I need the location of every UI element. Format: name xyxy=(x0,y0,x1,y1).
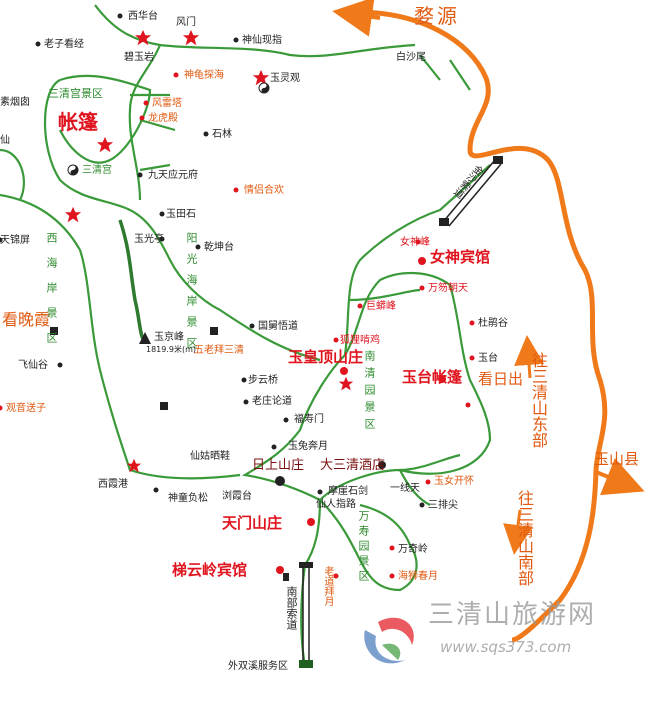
place-yuguangting: 玉光亭 xyxy=(134,234,164,245)
place-fushoumen: 福寿门 xyxy=(294,414,324,425)
place-jumangfeng: 巨蟒峰 xyxy=(366,301,396,312)
taiji-icon xyxy=(67,164,79,176)
place-yutai: 玉台 xyxy=(478,353,498,364)
place-xianrenzhilu: 仙人指路 xyxy=(316,499,356,510)
place-xixiagang: 西霞港 xyxy=(98,479,128,490)
taiji-icon xyxy=(258,82,270,94)
kanrichu-label: 看日出 xyxy=(478,370,524,388)
place-guojiangwudao: 国舅悟道 xyxy=(258,321,298,332)
place-biyuyan: 碧玉岩 xyxy=(124,52,154,63)
place-yutianshi: 玉田石 xyxy=(166,209,196,220)
kanwanxia-label: 看晚霞 xyxy=(2,310,51,329)
place-jiutianyingyuan: 九天应元府 xyxy=(148,170,198,181)
watermark-logo xyxy=(364,617,414,664)
place-xihuatai: 西华台 xyxy=(128,11,158,22)
tianmen-label: 天门山庄 xyxy=(222,514,283,532)
place-qingxinhehuan: 情侣合欢 xyxy=(244,185,284,196)
place-guanyinsongzi: 观音送子 xyxy=(6,403,46,414)
yushanxian-label: 玉山县 xyxy=(594,450,640,468)
place-fengmen: 风门 xyxy=(176,17,196,28)
arrow-wuyuan xyxy=(332,0,381,37)
place-moyashijian: 摩崖石剑 xyxy=(328,486,368,497)
place-buyunqiao: 步云桥 xyxy=(248,375,278,386)
place-waishuangxi: 外双溪服务区 xyxy=(228,661,288,672)
place-shenxianxianzhi: 神仙现指 xyxy=(242,35,282,46)
jinsha-cableway xyxy=(439,156,503,227)
place-wulaobaisanqing: 五老拜三清 xyxy=(194,345,244,356)
place-laozikanjing: 老子看经 xyxy=(44,39,84,50)
place-longhudian: 龙虎殿 xyxy=(148,113,178,124)
yuhuangding-label: 玉皇顶山庄 xyxy=(288,348,364,366)
place-shenguixihai: 神龟探海 xyxy=(184,70,224,81)
place-yixiantian: 一线天 xyxy=(390,483,420,494)
place-sanpaijian: 三排尖 xyxy=(428,500,458,511)
place-xiangushaixie: 仙姑晒鞋 xyxy=(190,451,230,462)
sanqinggong-area-label: 三清宫景区 xyxy=(48,87,103,100)
place-hulitang: 狐狸啃鸡 xyxy=(340,335,380,346)
nanbu-cable-label: 南部索道 xyxy=(285,586,298,630)
wuyuan-label: 婺源 xyxy=(414,4,460,28)
star-icon xyxy=(96,136,114,153)
yangguang-area-label: 阳光海岸景区 xyxy=(185,232,198,358)
place-wanqiling: 万奇岭 xyxy=(398,544,428,555)
yutai-tent-label: 玉台帐篷 xyxy=(402,368,463,386)
star-icon xyxy=(338,376,354,391)
place-shilin: 石林 xyxy=(212,129,232,140)
nanqing-area-label: 南清园景区 xyxy=(363,350,376,435)
dasanqing-label: 大三清酒店 xyxy=(320,458,386,473)
place-qianshentai: 乾坤台 xyxy=(204,242,234,253)
place-suyancong: 素烟囱 xyxy=(0,97,30,108)
watermark-url: www.sqs373.com xyxy=(440,638,572,656)
xihai-area-label: 西海岸景区 xyxy=(45,232,58,357)
nanbu-cableway xyxy=(299,562,313,668)
place-yutubenyue: 玉兔奔月 xyxy=(288,441,328,452)
route-south-label: 往三清山南部 xyxy=(515,490,534,586)
place-fengleita: 风雷塔 xyxy=(152,98,182,109)
black-dots xyxy=(0,13,425,508)
place-wanshanchaotian: 万笏朝天 xyxy=(428,283,468,294)
arrow-yushan xyxy=(595,458,645,496)
place-yulingguan: 玉灵观 xyxy=(270,73,300,84)
place-liuxiatai: 浏霞台 xyxy=(222,491,252,502)
place-tianjinping: 天锦屏 xyxy=(0,235,30,246)
star-icon xyxy=(64,206,82,223)
spot-dots xyxy=(0,72,475,579)
place-laozilundao: 老庄论道 xyxy=(252,396,292,407)
place-yujingfeng: 玉京峰 xyxy=(154,332,184,343)
zhangpeng-label: 帐篷 xyxy=(58,110,98,134)
place-yunvkaihuai: 玉女开怀 xyxy=(434,476,474,487)
route-east-label: 往三清山东部 xyxy=(529,352,548,448)
arrow-south xyxy=(503,509,533,555)
wanshou-area-label: 万寿园景区 xyxy=(357,510,370,585)
place-yujing-height: 1819.9米(m) xyxy=(146,345,197,354)
peak-triangle-icon xyxy=(139,332,151,344)
place-haishichunyue: 海狮春月 xyxy=(398,571,438,582)
place-shentongfuqiao: 神童负松 xyxy=(168,493,208,504)
watermark-title: 三清山旅游网 xyxy=(428,600,597,630)
star-icon xyxy=(252,69,270,86)
place-sanqinggong: 三清宫 xyxy=(82,165,112,176)
place-baishawei: 白沙尾 xyxy=(396,52,426,63)
trails xyxy=(0,4,492,666)
place-dujuangu: 杜鹃谷 xyxy=(478,318,508,329)
arrow-east xyxy=(514,335,545,379)
place-feixiangu: 飞仙谷 xyxy=(18,360,48,371)
place-lihuibaiyue: 老道拜月 xyxy=(322,566,333,606)
cable-station-icon xyxy=(50,327,289,581)
highway-road xyxy=(355,9,608,643)
nvshen-hotel-label: 女神宾馆 xyxy=(430,248,491,266)
place-yishan: 仙 xyxy=(0,135,10,146)
place-nvshenfeng: 女神峰 xyxy=(400,237,430,248)
star-icon xyxy=(182,29,200,46)
rishang-label: 日上山庄 xyxy=(252,458,305,473)
tiyunling-label: 梯云岭宾馆 xyxy=(172,561,248,579)
